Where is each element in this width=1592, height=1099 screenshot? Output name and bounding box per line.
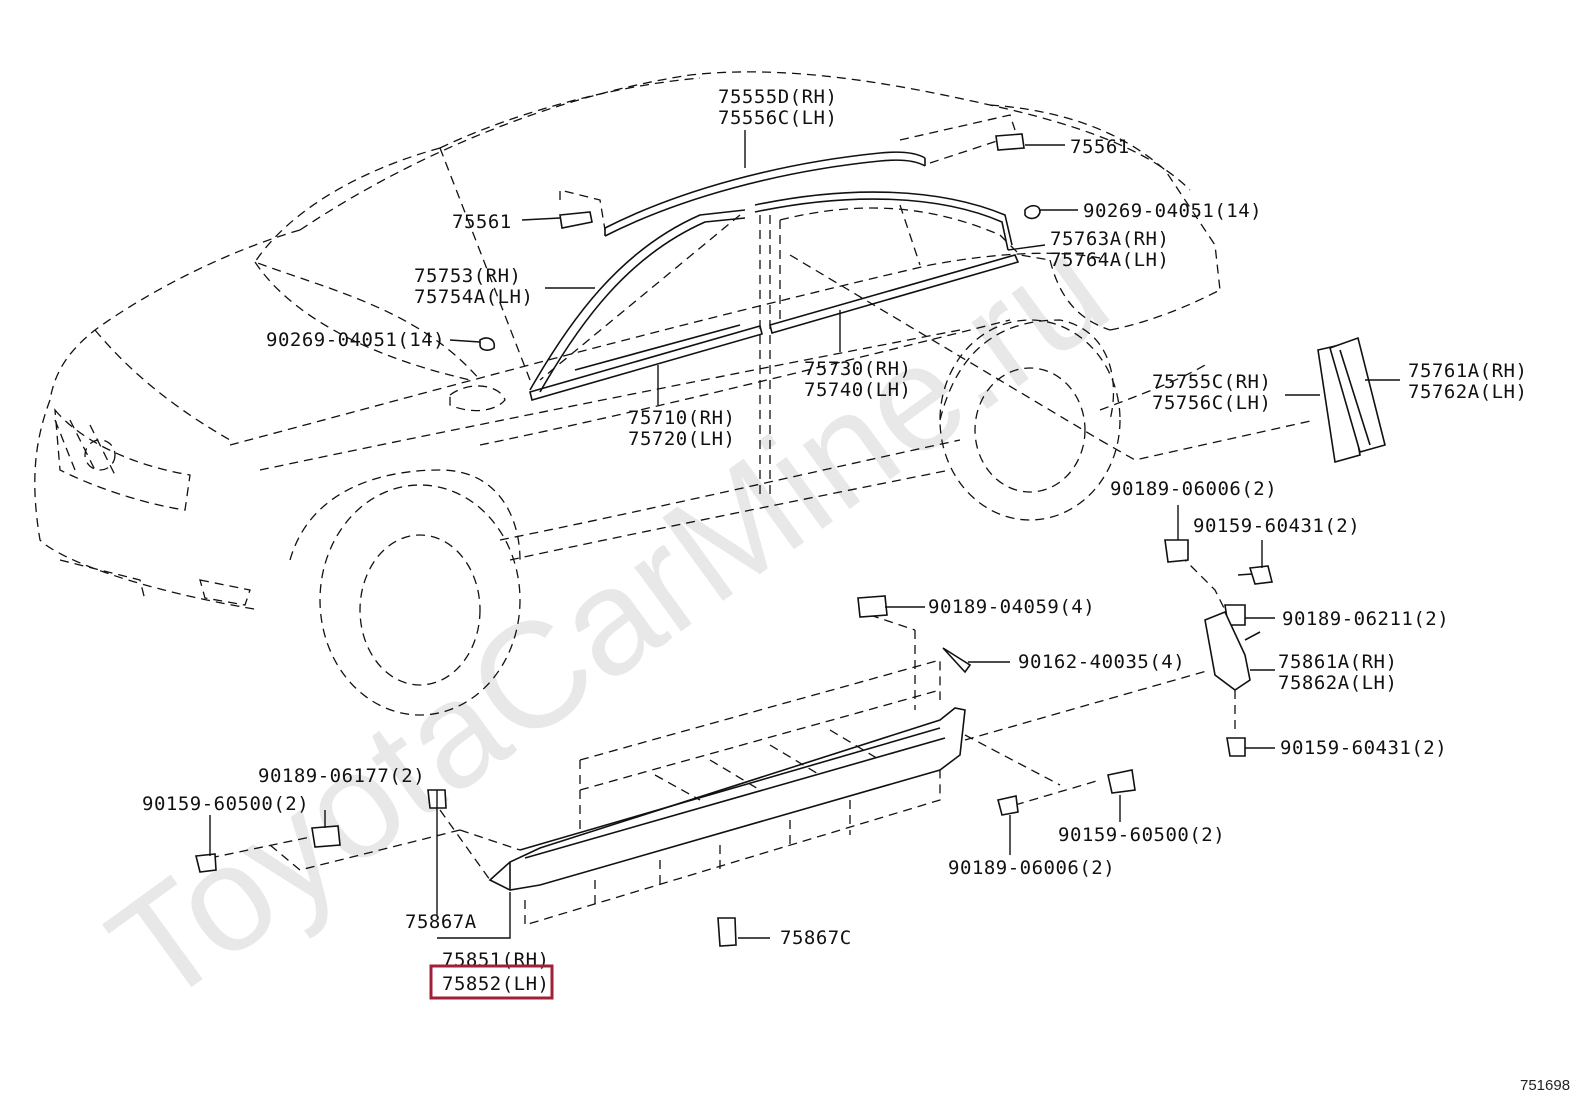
small-clips	[479, 133, 1041, 351]
callout-label-75764a: 75764A(LH)	[1050, 249, 1169, 271]
callout-75867c[interactable]: 75867C	[780, 927, 852, 949]
callout-75561-roof[interactable]: 75561	[1070, 136, 1130, 158]
callout-label-75754a: 75754A(LH)	[414, 286, 533, 308]
leader-lines	[209, 130, 1400, 939]
car-outline	[34, 71, 1221, 716]
highlighted-part-box	[429, 964, 554, 1000]
callout-75763[interactable]: 75763A(RH) 75764A(LH)	[1050, 228, 1169, 271]
callout-label-75555d: 75555D(RH)	[718, 86, 837, 108]
callout-90159-60431-top[interactable]: 90159-60431(2)	[1193, 515, 1360, 537]
callout-label-75710: 75710(RH)	[628, 407, 735, 429]
callout-75753[interactable]: 75753(RH) 75754A(LH)	[414, 265, 533, 308]
callout-75761[interactable]: 75761A(RH) 75762A(LH)	[1408, 360, 1527, 403]
callout-90159-60500-right[interactable]: 90159-60500(2)	[1058, 824, 1225, 846]
callout-90159-60431-bot[interactable]: 90159-60431(2)	[1280, 737, 1447, 759]
callout-75710[interactable]: 75710(RH) 75720(LH)	[628, 407, 735, 450]
callout-label-75740: 75740(LH)	[804, 379, 911, 401]
callout-90162-40035[interactable]: 90162-40035(4)	[1018, 651, 1185, 673]
mounting-lines	[209, 114, 1316, 926]
figure-number: 751698	[1520, 1077, 1570, 1094]
callout-90159-60500-left[interactable]: 90159-60500(2)	[142, 793, 309, 815]
callout-75861[interactable]: 75861A(RH) 75862A(LH)	[1278, 651, 1397, 694]
callout-75555[interactable]: 75555D(RH) 75556C(LH)	[718, 86, 837, 129]
callout-90189-06006-bot[interactable]: 90189-06006(2)	[948, 857, 1115, 879]
callout-label-75761a: 75761A(RH)	[1408, 360, 1527, 382]
rocker-panel	[488, 707, 966, 891]
callout-label-75851: 75851(RH)	[442, 949, 549, 971]
callout-90189-06177[interactable]: 90189-06177(2)	[258, 765, 425, 787]
callout-label-75753: 75753(RH)	[414, 265, 521, 287]
rear-pillar-garnish	[1317, 336, 1386, 464]
callout-90269-left[interactable]: 90269-04051(14)	[266, 329, 445, 351]
callout-90189-06211[interactable]: 90189-06211(2)	[1282, 608, 1449, 630]
callout-label-75763a: 75763A(RH)	[1050, 228, 1169, 250]
watermark-text: ToyotaCarMine.ru	[80, 204, 1136, 1036]
callout-75755[interactable]: 75755C(RH) 75756C(LH)	[1152, 371, 1271, 414]
callout-label-75755c: 75755C(RH)	[1152, 371, 1271, 393]
callout-75867a[interactable]: 75867A	[405, 911, 477, 933]
callout-75730[interactable]: 75730(RH) 75740(LH)	[804, 358, 911, 401]
callout-90269-right[interactable]: 90269-04051(14)	[1083, 200, 1262, 222]
roof-molding	[604, 151, 926, 237]
callout-label-75852: 75852(LH)	[442, 973, 549, 995]
callout-75851[interactable]: 75851(RH) 75852(LH)	[442, 949, 549, 995]
fasteners	[195, 539, 1273, 947]
callout-75561-left[interactable]: 75561	[452, 211, 512, 233]
callout-label-75556c: 75556C(LH)	[718, 107, 837, 129]
callout-label-75762a: 75762A(LH)	[1408, 381, 1527, 403]
callout-label-75861a: 75861A(RH)	[1278, 651, 1397, 673]
door-frame-moldings	[529, 191, 1020, 401]
callout-label-75862a: 75862A(LH)	[1278, 672, 1397, 694]
callout-90189-06006-top[interactable]: 90189-06006(2)	[1110, 478, 1277, 500]
callout-label-75720: 75720(LH)	[628, 428, 735, 450]
callout-label-75756c: 75756C(LH)	[1152, 392, 1271, 414]
callout-90189-04059[interactable]: 90189-04059(4)	[928, 596, 1095, 618]
callout-label-75730: 75730(RH)	[804, 358, 911, 380]
